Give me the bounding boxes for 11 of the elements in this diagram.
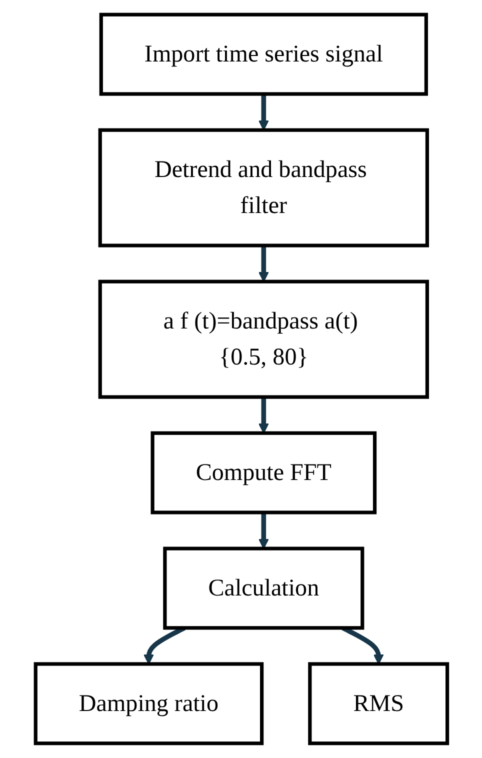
node-box: Damping ratio [33, 662, 264, 746]
node-box: RMS [308, 662, 449, 746]
arrow [258, 512, 268, 550]
node-box: Compute FFT [150, 431, 376, 514]
arrow [258, 246, 268, 282]
arrow [258, 397, 268, 434]
node-box: Calculation [162, 546, 364, 630]
node-box: a f (t)=bandpass a(t) {0.5, 80} [98, 280, 429, 399]
arrow [258, 94, 268, 131]
node-box: Import time series signal [98, 12, 428, 96]
node-box: Detrend and bandpass filter [98, 128, 429, 248]
